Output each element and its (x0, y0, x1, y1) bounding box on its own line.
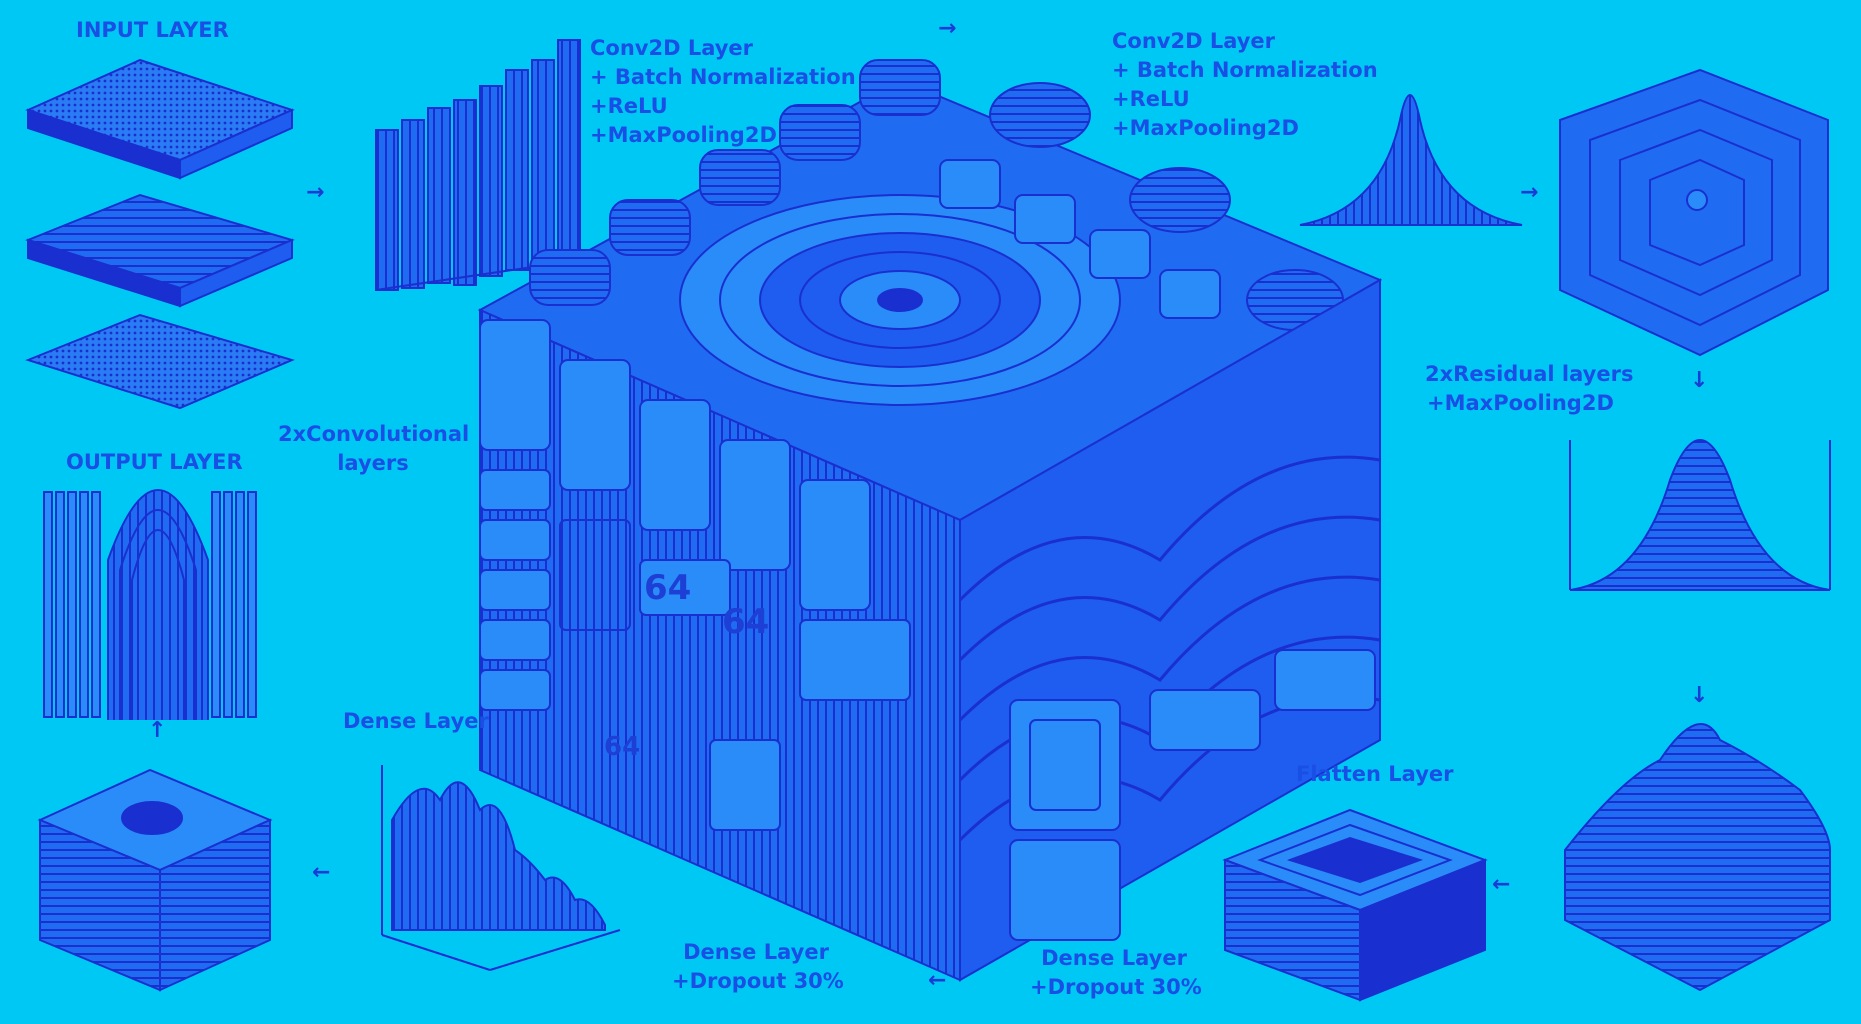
dense-dropout-2-line-1: Dense Layer (1030, 944, 1198, 973)
conv-block-2-label: Conv2D Layer + Batch Normalization +ReLU… (1112, 27, 1378, 143)
dense-dropout-2-line-2: +Dropout 30% (1030, 973, 1198, 1002)
arrow-mountain-to-flatten: ← (1492, 874, 1510, 896)
conv-layers-line-2: layers (278, 449, 468, 478)
input-layer-label: INPUT LAYER (76, 16, 229, 45)
residual-bell-curve (1570, 440, 1830, 590)
conv-layers-line-1: 2xConvolutional (278, 420, 468, 449)
conv-block-1-line-4: +MaxPooling2D (590, 121, 856, 150)
residual-mountain (1565, 724, 1830, 990)
conv-block-1-line-1: Conv2D Layer (590, 34, 856, 63)
dense-output-block (40, 770, 270, 990)
conv-block-2-line-3: +ReLU (1112, 85, 1378, 114)
conv-block-1-line-3: +ReLU (590, 92, 856, 121)
flatten-layer-label: Flatten Layer (1296, 760, 1454, 789)
dense-dropout-1-label: Dense Layer +Dropout 30% (672, 938, 840, 996)
residual-hexagon (1560, 70, 1828, 355)
conv-block-1-label: Conv2D Layer + Batch Normalization +ReLU… (590, 34, 856, 150)
dense-dropout-2-label: Dense Layer +Dropout 30% (1030, 944, 1198, 1002)
block-number-1: 64 (644, 568, 691, 608)
residual-line-2: +MaxPooling2D (1425, 389, 1633, 418)
output-layer-sheets (44, 490, 256, 720)
residual-label: 2xResidual layers +MaxPooling2D (1425, 360, 1633, 418)
conv-block-2-line-2: + Batch Normalization (1112, 56, 1378, 85)
arrow-input-to-conv1: → (306, 182, 324, 204)
output-layer-label: OUTPUT LAYER (66, 448, 243, 477)
dense-dropout-1-line-2: +Dropout 30% (672, 967, 840, 996)
arrow-dense-to-output-block: ← (312, 862, 330, 884)
block-number-3: 64 (604, 732, 640, 762)
conv-block-2-line-4: +MaxPooling2D (1112, 114, 1378, 143)
conv-block-1-line-2: + Batch Normalization (590, 63, 856, 92)
dense-dropout-1-line-1: Dense Layer (672, 938, 840, 967)
arrow-output-block-up: ↑ (148, 720, 166, 742)
flatten-layer-block (1225, 810, 1485, 1000)
arrow-peak-to-hexagon: → (1520, 182, 1538, 204)
block-number-2: 64 (722, 602, 769, 642)
conv-layers-label: 2xConvolutional layers (278, 420, 468, 478)
arrow-top-right: → (938, 18, 956, 40)
arrow-hexagon-down: ↓ (1690, 370, 1708, 392)
arrow-bell-down: ↓ (1690, 685, 1708, 707)
input-layer-stack (28, 60, 292, 408)
dense-layer-label: Dense Layer (343, 707, 489, 736)
conv-block-2-line-1: Conv2D Layer (1112, 27, 1378, 56)
central-cube (480, 60, 1380, 980)
arrow-dense-2-to-dense-1: ← (928, 970, 946, 992)
residual-line-1: 2xResidual layers (1425, 360, 1633, 389)
